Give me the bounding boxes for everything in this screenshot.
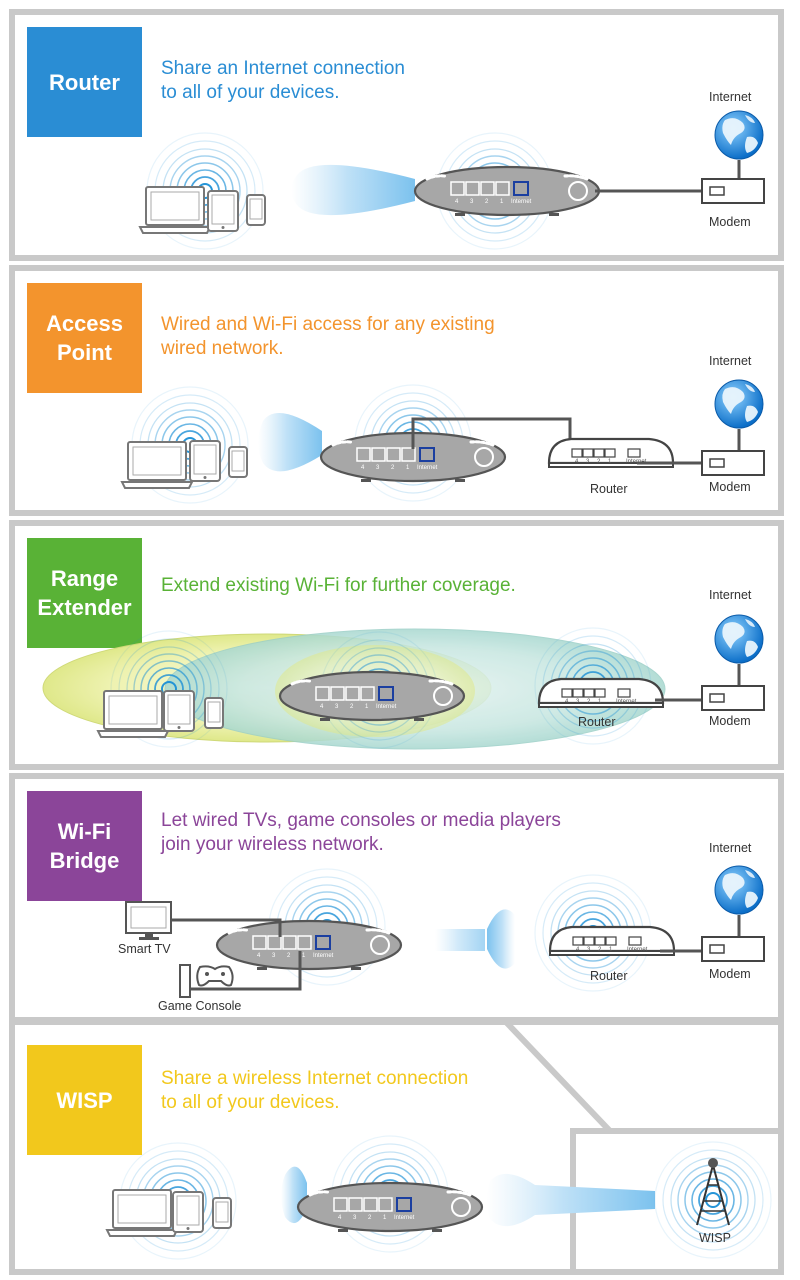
router-icon xyxy=(537,677,665,709)
access-point-diagram: Internet Modem Router xyxy=(121,354,765,504)
tablet-icon xyxy=(207,190,239,232)
router-label: Router xyxy=(590,969,628,983)
smart-tv-label: Smart TV xyxy=(118,942,171,956)
laptop-icon xyxy=(106,1189,178,1237)
game-console-icon xyxy=(179,964,234,998)
wisp-tower-icon xyxy=(696,1158,730,1226)
modem-label: Modem xyxy=(709,714,751,728)
wisp-label: WISP xyxy=(699,1231,731,1245)
wifi-bridge-badge: Wi-Fi Bridge xyxy=(27,791,142,901)
phone-icon xyxy=(204,697,224,729)
router-label: Router xyxy=(578,715,616,729)
wifi-bridge-diagram: Internet Modem Router Smart TV Game Cons… xyxy=(118,841,765,1013)
phone-icon xyxy=(246,194,266,226)
modem-icon xyxy=(701,178,765,204)
wifi-bridge-panel: Wi-Fi Bridge Let wired TVs, game console… xyxy=(9,773,784,1023)
modem-label: Modem xyxy=(709,480,751,494)
range-extender-router-icon xyxy=(278,670,466,723)
wisp-badge: WISP xyxy=(27,1045,142,1155)
ethernet-cable xyxy=(171,918,282,937)
tv-icon xyxy=(125,901,172,940)
wifi-bridge-tagline: Let wired TVs, game consoles or media pl… xyxy=(161,810,561,855)
router-icon xyxy=(548,925,676,957)
wifi-beam xyxy=(291,164,415,216)
range-extender-tagline: Extend existing Wi-Fi for further covera… xyxy=(161,575,516,596)
router-panel: Router Share an Internet connection to a… xyxy=(9,9,784,261)
wisp-panel: WISP Share a wireless Internet connectio… xyxy=(9,1019,784,1275)
modem-label: Modem xyxy=(709,215,751,229)
phone-icon xyxy=(212,1197,232,1229)
router-badge: Router xyxy=(27,27,142,137)
range-extender-panel: Range Extender Extend existing Wi-Fi for… xyxy=(9,520,784,770)
modem-icon xyxy=(701,685,765,711)
internet-label: Internet xyxy=(709,841,752,855)
phone-icon xyxy=(228,446,248,478)
range-extender-badge: Range Extender xyxy=(27,538,142,648)
globe-icon xyxy=(714,865,764,915)
access-point-tagline: Wired and Wi-Fi access for any existing … xyxy=(161,314,495,359)
internet-label: Internet xyxy=(709,354,752,368)
globe-icon xyxy=(714,110,764,160)
modem-label: Modem xyxy=(709,967,751,981)
globe-icon xyxy=(714,614,764,664)
modem-icon xyxy=(701,450,765,476)
tablet-icon xyxy=(189,440,221,482)
laptop-icon xyxy=(139,186,211,234)
internet-label: Internet xyxy=(709,588,752,602)
router-tagline: Share an Internet connection to all of y… xyxy=(161,58,406,103)
router-label: Router xyxy=(590,482,628,496)
wisp-router-icon xyxy=(296,1181,484,1234)
globe-icon xyxy=(714,379,764,429)
wisp-tagline: Share a wireless Internet connection to … xyxy=(161,1068,469,1113)
game-console-label: Game Console xyxy=(158,999,241,1013)
range-extender-diagram: Internet Modem Router xyxy=(42,588,765,750)
wifi-bridge-router-icon xyxy=(215,919,403,972)
laptop-icon xyxy=(97,690,169,738)
wisp-diagram: WISP xyxy=(106,1025,778,1269)
wifi-beam xyxy=(486,1173,655,1227)
tablet-icon xyxy=(163,690,195,732)
tablet-icon xyxy=(172,1191,204,1233)
router-diagram: Internet Modem xyxy=(139,90,765,250)
internet-label: Internet xyxy=(709,90,752,104)
wifi-beam xyxy=(487,909,515,969)
laptop-icon xyxy=(121,441,193,489)
modem-icon xyxy=(701,936,765,962)
access-point-panel: Access Point Wired and Wi-Fi access for … xyxy=(9,265,784,516)
access-point-badge: Access Point xyxy=(27,283,142,393)
ethernet-cable xyxy=(190,951,302,991)
router-icon xyxy=(413,165,601,218)
wifi-beam xyxy=(258,413,322,472)
